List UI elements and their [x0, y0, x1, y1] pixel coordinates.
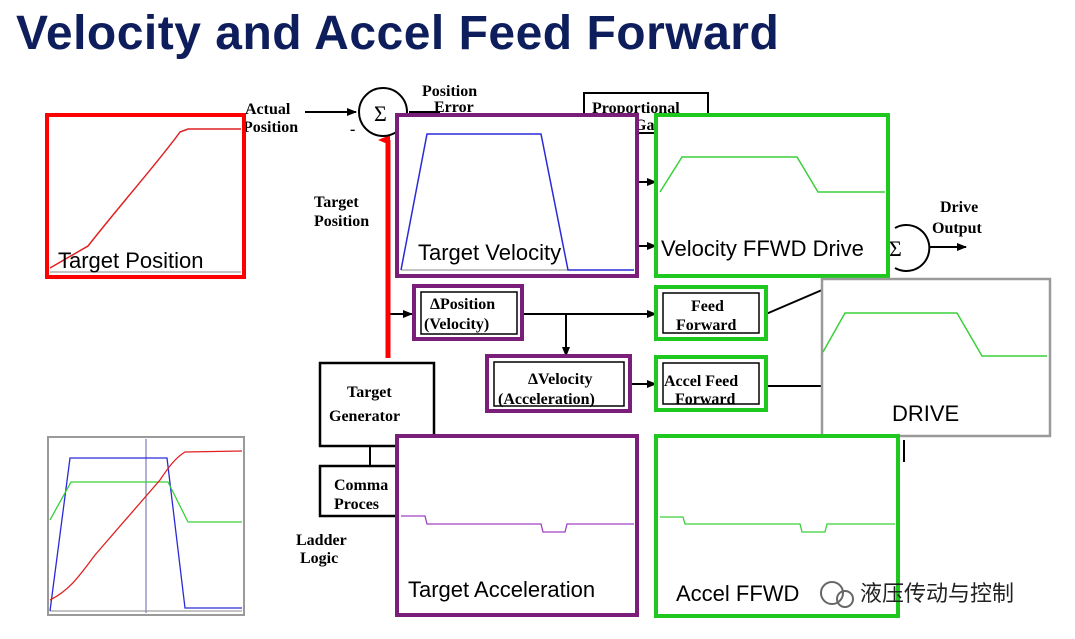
target-acceleration-panel-label: Target Acceleration [408, 577, 595, 602]
target-position-panel-label: Target Position [58, 248, 204, 273]
accel-ffwd-panel-label: Accel FFWD [676, 581, 799, 606]
target-position-trace [49, 128, 241, 269]
accel-ffwd-panel: Accel FFWD [654, 434, 900, 618]
combined-velocity-trace [49, 457, 242, 612]
feed-forward-label-2: Forward [676, 317, 737, 334]
delta-velocity-label-1: ΔVelocity [528, 371, 593, 388]
accel-ffwd-trace [660, 516, 895, 533]
drive-sum-sigma-label: Σ [889, 236, 902, 261]
target-generator-block [318, 361, 436, 448]
delta-velocity-label-2: (Acceleration) [498, 391, 595, 408]
target-velocity-trace [400, 133, 634, 271]
command-processor-block [318, 464, 402, 518]
delta-position-block [412, 284, 524, 341]
velocity-ffwd-panel: Velocity FFWD Drive [654, 113, 890, 278]
sum-minus-label: - [350, 121, 355, 138]
target-velocity-panel-label: Target Velocity [418, 240, 561, 265]
delta-velocity-block [485, 354, 632, 413]
watermark: 液压传动与控制 [820, 581, 1014, 608]
delta-position-label-2: (Velocity) [424, 316, 489, 333]
drive-summing-junction [894, 224, 931, 272]
feed-forward-block [654, 285, 768, 341]
accel-feed-forward-label-2: Forward [675, 391, 736, 408]
delta-position-label-1: ΔPosition [430, 296, 495, 313]
drive-output-label-1: Drive [940, 199, 978, 216]
drive-panel: DRIVE [820, 277, 1052, 438]
velocity-ffwd-trace [659, 156, 885, 193]
drive-panel-label: DRIVE [892, 401, 959, 426]
watermark-text: 液压传动与控制 [860, 582, 1014, 607]
actual-position-label-1: Actual [245, 101, 291, 118]
target-position-panel: Target Position [45, 113, 246, 279]
drive-trace [822, 312, 1047, 357]
target-acceleration-panel: Target Acceleration [395, 434, 639, 617]
combined-plot-panel [47, 436, 245, 616]
feed-forward-label-1: Feed [691, 298, 724, 315]
actual-position-label-2: Position [243, 119, 298, 136]
sum-sigma-label: Σ [374, 101, 387, 126]
velocity-ffwd-panel-label: Velocity FFWD Drive [661, 236, 864, 261]
drive-output-label-2: Output [932, 220, 982, 237]
wechat-icon [820, 581, 844, 605]
feed-forward-out-line [765, 289, 823, 315]
command-processor-label-1: Comma [334, 477, 388, 494]
target-acceleration-trace [401, 515, 634, 533]
target-generator-label-2: Generator [329, 408, 400, 425]
position-error-label-2: Error [434, 99, 474, 116]
proportional-gain-label-2: Ga [634, 117, 654, 134]
command-processor-label-2: Proces [334, 496, 379, 513]
accel-feed-forward-label-1: Accel Feed [664, 373, 738, 390]
page-title: Velocity and Accel Feed Forward [16, 7, 780, 60]
ladder-logic-label-2: Logic [300, 550, 338, 567]
target-generator-label-1: Target [347, 384, 392, 401]
ladder-logic-label-1: Ladder [296, 532, 347, 549]
accel-feed-forward-block [654, 355, 768, 412]
target-position-input-label-2: Position [314, 213, 369, 230]
combined-ffwd-trace [49, 481, 242, 523]
combined-position-trace [49, 450, 243, 601]
target-velocity-panel: Target Velocity [395, 113, 639, 278]
proportional-gain-label-1: Proportional [592, 100, 680, 117]
target-position-input-label-1: Target [314, 194, 359, 211]
position-error-label-1: Position [422, 83, 477, 100]
